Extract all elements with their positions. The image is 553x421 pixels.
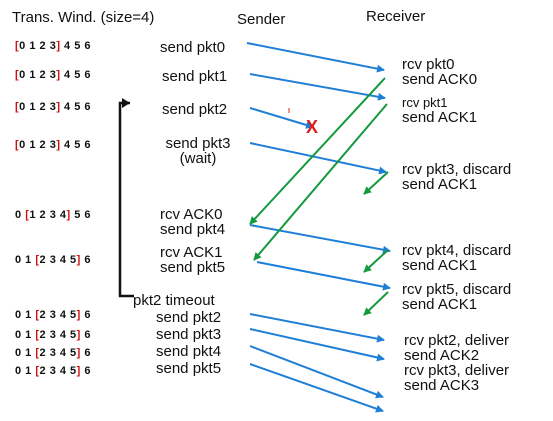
ack0-arrow	[249, 77, 386, 225]
pkt0-arrow	[246, 42, 385, 73]
window-state: [0 1 2 3] 4 5 6	[15, 139, 92, 151]
window-state: [0 1 2 3] 4 5 6	[15, 40, 92, 52]
window-state: 0 1 [2 3 4 5] 6	[15, 254, 92, 266]
pkt3-arrow	[249, 142, 387, 175]
window-state: 0 1 [2 3 4 5] 6	[15, 309, 92, 321]
ack1-dup-arrow-1	[363, 171, 389, 195]
pkt1-arrow	[249, 73, 386, 101]
window-state: [0 1 2 3] 4 5 6	[15, 101, 92, 113]
ack1-dup-arrow-2	[363, 249, 389, 273]
pkt5-arrow	[256, 261, 391, 291]
window-state: [0 1 2 3] 4 5 6	[15, 69, 92, 81]
window-header: Trans. Wind. (size=4)	[12, 9, 155, 26]
window-state: 0 1 [2 3 4 5] 6	[15, 329, 92, 341]
ack1-dup-arrow-3	[363, 291, 389, 316]
pkt2-resend-arrow	[249, 313, 385, 343]
loss-marker: X	[306, 117, 319, 137]
sender-event: send pkt3	[156, 326, 222, 343]
sender-header: Sender	[237, 11, 286, 28]
timeout-bracket	[118, 101, 134, 298]
sender-event: send pkt3(wait)	[165, 135, 231, 167]
pkt2-arrow-lost	[249, 107, 314, 129]
ack1-arrow	[253, 103, 388, 261]
sender-event: send pkt2	[156, 309, 222, 326]
sender-event: send pkt2	[162, 101, 228, 118]
window-state: 0 [1 2 3 4] 5 6	[15, 209, 92, 221]
receiver-header: Receiver	[366, 8, 426, 25]
sender-event: send pkt0	[160, 39, 226, 56]
sender-event: send pkt1	[162, 68, 228, 85]
sender-event-timeout: pkt2 timeout	[133, 292, 215, 309]
pkt3-resend-arrow	[249, 328, 385, 362]
pkt4-arrow	[249, 224, 391, 254]
sender-event: send pkt4	[156, 343, 222, 360]
pkt4-resend-arrow	[249, 345, 384, 399]
sender-event: send pkt5	[156, 360, 222, 377]
window-state: 0 1 [2 3 4 5] 6	[15, 365, 92, 377]
timeout-bracket-arrowhead	[122, 98, 130, 108]
window-state: 0 1 [2 3 4 5] 6	[15, 347, 92, 359]
pkt5-resend-arrow	[249, 363, 384, 413]
